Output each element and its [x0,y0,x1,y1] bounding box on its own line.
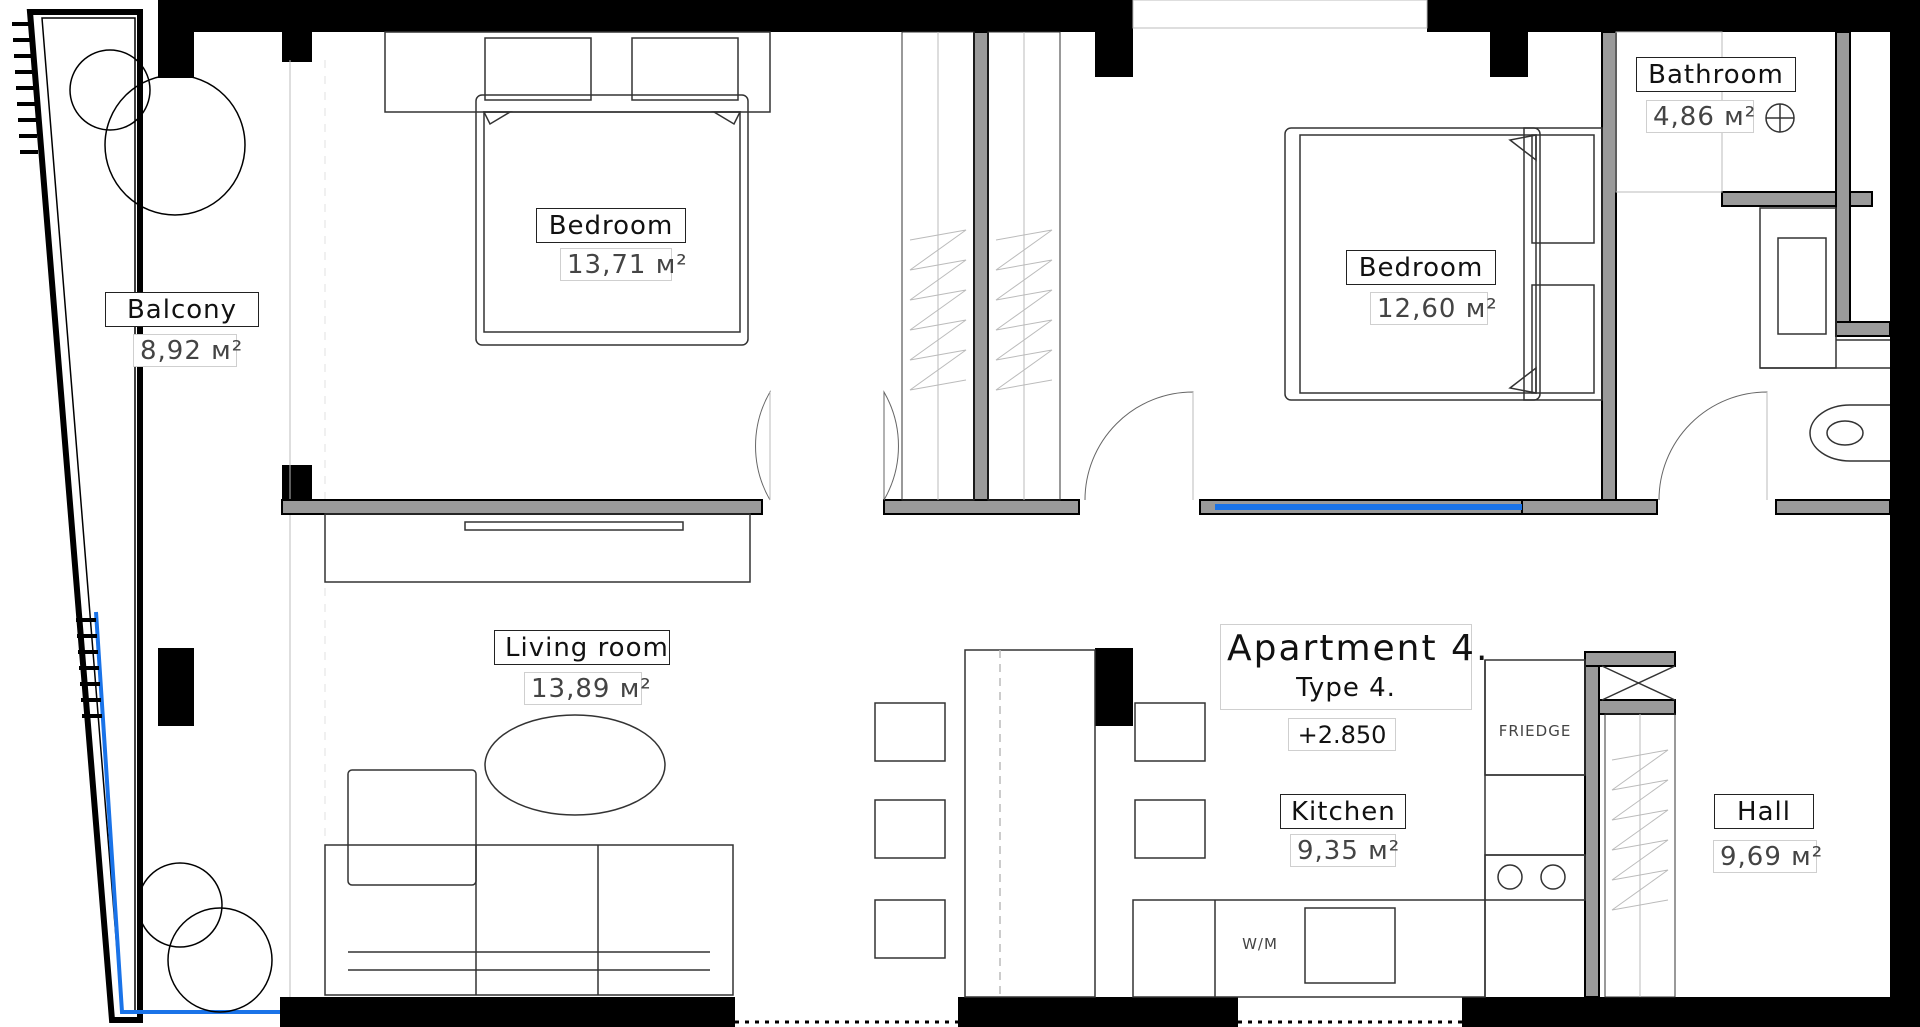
balcony-railing-ticks [12,22,102,718]
interior-walls [281,31,1891,998]
cooktop [1484,854,1586,901]
wardrobe [901,31,1676,998]
living-room-furniture [324,513,751,996]
balcony-area [12,9,280,1023]
room-area-bedroom-1: 13,71 м² [560,248,687,281]
fridge-box [1484,659,1586,776]
balcony-inner-edge [41,17,136,1013]
chair-icon [1134,799,1206,859]
room-label-kitchen: Kitchen [1280,794,1406,829]
washing-machine-label: W/M [1242,935,1278,953]
room-area-bathroom: 4,86 м² [1646,100,1755,133]
chair-icon [1134,702,1206,762]
dining-island [964,649,1096,998]
apartment-title-box: Apartment 4. Type 4. [1220,624,1490,710]
plant-icon [69,49,273,1013]
entrance-window [1132,0,1428,29]
sofa-icon [324,844,734,996]
kitchen-furniture [874,649,1676,998]
room-area-living-room: 13,89 м² [524,672,651,705]
tv-stand [324,513,751,583]
room-area-balcony: 8,92 м² [133,334,242,367]
room-label-bedroom-1: Bedroom [536,208,686,243]
balcony-column [158,648,194,726]
apartment-title: Apartment 4. [1227,628,1490,669]
sink-icon [1759,207,1837,369]
fridge-label: FRIEDGE [1498,722,1572,740]
room-label-balcony: Balcony [105,292,259,327]
toilet-icon [1809,404,1890,462]
room-area-kitchen: 9,35 м² [1290,834,1399,867]
room-label-bedroom-2: Bedroom [1346,250,1496,285]
bed-icon [1284,127,1603,401]
kitchen-sink [1304,907,1396,984]
coffee-table [484,714,666,816]
room-label-bathroom: Bathroom [1636,57,1796,92]
room-area-bedroom-2: 12,60 м² [1370,292,1497,325]
bathroom-fixtures [1615,31,1890,462]
balcony-railing [26,9,143,1023]
room-area-hall: 9,69 м² [1713,840,1822,873]
room-label-living-room: Living room [494,630,670,665]
exterior-walls [158,0,1920,1027]
bed-icon [384,31,771,346]
apartment-type: Type 4. [1296,673,1396,703]
chair-icon [874,702,946,762]
floor-level: +2.850 [1288,718,1396,751]
chair-icon [874,899,946,959]
chair-icon [874,799,946,859]
room-label-hall: Hall [1714,794,1814,829]
door-swing [755,390,1768,501]
